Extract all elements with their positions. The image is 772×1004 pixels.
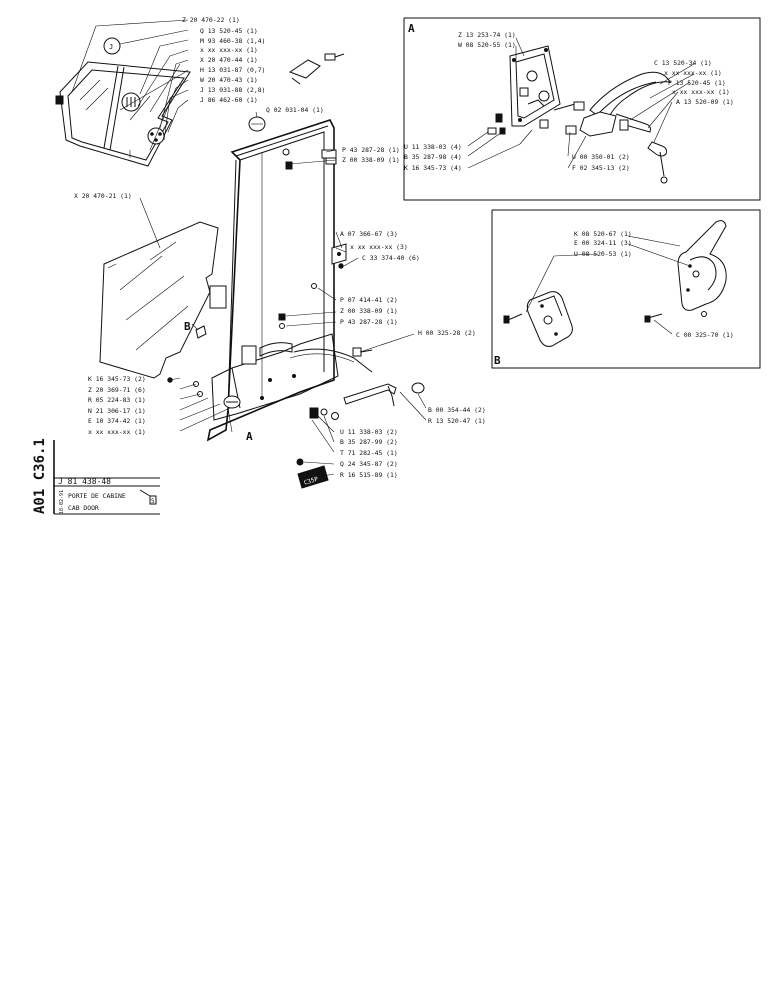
title-block bbox=[53, 440, 160, 515]
label-q-24-345-87: Q 24 345-87 (2) bbox=[340, 460, 398, 468]
label-k-16-345-73-door: K 16 345-73 (2) bbox=[88, 375, 146, 383]
label-a-07-366-67: A 07 366-67 (3) bbox=[340, 230, 398, 238]
label-x-20-470-21: X 20 470-21 (1) bbox=[74, 192, 132, 200]
door-frame bbox=[206, 119, 335, 442]
label-t-71-282-45: T 71 282-45 (1) bbox=[340, 449, 398, 457]
label-n-21-306-17: N 21 306-17 (1) bbox=[88, 407, 146, 415]
label-b-35-287-98: B 35 287-98 (4) bbox=[404, 153, 462, 161]
label-p-07-414-41: P 07 414-41 (2) bbox=[340, 296, 398, 304]
label-k-16-345-73-a: K 16 345-73 (4) bbox=[404, 164, 462, 172]
label-b-35-287-99: B 35 287-99 (2) bbox=[340, 438, 398, 446]
label-p-43-287-28-top: P 43 287-28 (1) bbox=[342, 146, 400, 154]
door-hardware bbox=[167, 53, 425, 466]
label-j-86-462-60: J 86 462-60 (1) bbox=[200, 96, 258, 104]
label-z-20-369-71: Z 20 369-71 (6) bbox=[88, 386, 146, 394]
callout-b: B bbox=[184, 320, 191, 333]
label-k-08-520-67: K 08 520-67 (1) bbox=[574, 230, 632, 238]
label-e-10-374-42: E 10 374-42 (1) bbox=[88, 417, 146, 425]
label-u-11-338-03-a: U 11 338-03 (4) bbox=[404, 143, 462, 151]
label-r-05-224-83: R 05 224-83 (1) bbox=[88, 396, 146, 404]
label-x-a-2: x xx xxx-xx (1) bbox=[672, 88, 730, 96]
callout-j: J bbox=[109, 43, 113, 51]
title-fr: PORTE DE CABINE bbox=[68, 492, 126, 500]
window-leaders bbox=[71, 19, 189, 151]
label-x-20-470-44: X 20 470-44 (1) bbox=[200, 56, 258, 64]
label-r-13-520-47: R 13 520-47 (1) bbox=[428, 417, 486, 425]
label-w-08-520-55: W 08 520-55 (1) bbox=[458, 41, 516, 49]
plate bbox=[297, 465, 329, 489]
label-z-20-470-22: Z 20 470-22 (1) bbox=[182, 16, 240, 24]
label-z-00-338-09-top: Z 00 338-09 (1) bbox=[342, 156, 400, 164]
label-j-13-031-88: J 13 031-88 (2,8) bbox=[200, 86, 265, 94]
label-x-a-1: x xx xxx-xx (1) bbox=[664, 69, 722, 77]
label-h-13-031-87: H 13 031-87 (0,7) bbox=[200, 66, 265, 74]
label-z-13-253-74: Z 13 253-74 (1) bbox=[458, 31, 516, 39]
label-x-lock-bolt: x xx xxx-xx (1) bbox=[88, 428, 146, 436]
label-a-13-520-09: A 13 520-09 (1) bbox=[676, 98, 734, 106]
label-x-window-seal: x xx xxx-xx (1) bbox=[200, 46, 258, 54]
label-e-00-324-11: E 00 324-11 (3) bbox=[574, 239, 632, 247]
label-c-00-325-70: C 00 325-70 (1) bbox=[676, 331, 734, 339]
section-code: A01 C36.1 bbox=[32, 438, 48, 514]
label-p-13-520-45: P 13 520-45 (1) bbox=[668, 79, 726, 87]
date: 18-02-91 bbox=[59, 490, 65, 514]
label-x-hinge: x xx xxx-xx (3) bbox=[350, 243, 408, 251]
label-z-00-338-09-mid: Z 00 338-09 (1) bbox=[340, 307, 398, 315]
part-number: J 81 438-48 bbox=[58, 477, 111, 486]
label-f-02-345-13: F 02 345-13 (2) bbox=[572, 164, 630, 172]
label-h-00-325-28: H 00 325-28 (2) bbox=[418, 329, 476, 337]
box-b bbox=[491, 209, 761, 369]
box-b-tag: B bbox=[494, 354, 501, 367]
label-b-00-354-44: B 00 354-44 (2) bbox=[428, 406, 486, 414]
label-w-20-470-43: W 20 470-43 (1) bbox=[200, 76, 258, 84]
label-u-08-520-53: U 08 520-53 (1) bbox=[574, 250, 632, 258]
label-c-13-520-34: C 13 520-34 (1) bbox=[654, 59, 712, 67]
label-u-00-350-01: U 00 350-01 (2) bbox=[572, 153, 630, 161]
label-q-13-520-45: Q 13 520-45 (1) bbox=[200, 27, 258, 35]
label-m-93-460-38: M 93 460-38 (1,4) bbox=[200, 37, 265, 45]
label-u-11-338-03-door: U 11 338-03 (2) bbox=[340, 428, 398, 436]
door-leaders bbox=[169, 111, 427, 477]
callout-a: A bbox=[246, 430, 253, 443]
glass-panel bbox=[99, 197, 227, 379]
title-en: CAB DOOR bbox=[68, 504, 99, 512]
box-a bbox=[403, 17, 761, 201]
label-p-43-287-28-mid: P 43 287-28 (1) bbox=[340, 318, 398, 326]
label-c-33-374-40: C 33 374-40 (6) bbox=[362, 254, 420, 262]
label-q-02-031-04: Q 02 031-04 (1) bbox=[266, 106, 324, 114]
box-a-tag: A bbox=[408, 22, 415, 35]
sheet-mark: 5 bbox=[151, 498, 155, 505]
label-r-16-515-89: R 16 515-89 (1) bbox=[340, 471, 398, 479]
plate-text: C35P bbox=[303, 476, 319, 487]
